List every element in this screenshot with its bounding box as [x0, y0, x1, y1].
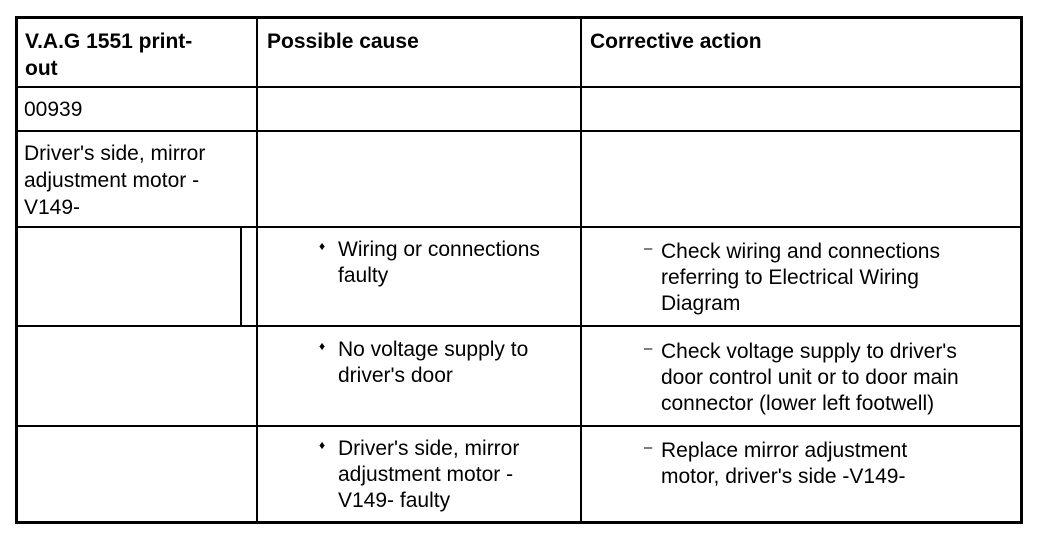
fault-code: 00939: [24, 98, 83, 121]
header-possible-cause: Possible cause: [267, 30, 419, 53]
possible-cause: No voltage supply to driver's door: [338, 338, 529, 387]
bullet-icon: ♦: [319, 239, 326, 253]
table-border: [15, 16, 1023, 524]
row-divider: [15, 325, 1023, 327]
bullet-icon: ♦: [319, 339, 326, 353]
corrective-action: Replace mirror adjustment motor, driver'…: [661, 439, 908, 488]
corrective-action: Check voltage supply to driver's door co…: [661, 340, 959, 415]
header-corrective-action: Corrective action: [590, 30, 762, 53]
dash-icon: –: [644, 240, 653, 257]
row-divider: [15, 86, 1023, 88]
row-divider: [15, 130, 1023, 132]
dash-icon: –: [644, 340, 653, 357]
component-name: Driver's side, mirror adjustment motor -…: [24, 142, 206, 219]
dash-icon: –: [644, 439, 653, 456]
header-printout: V.A.G 1551 print- out: [25, 30, 193, 80]
row-divider: [15, 226, 1023, 228]
row-divider: [15, 425, 1023, 427]
column-divider-inner: [240, 227, 242, 326]
bullet-icon: ♦: [319, 438, 326, 452]
column-divider: [580, 16, 582, 524]
column-divider: [256, 16, 258, 524]
possible-cause: Driver's side, mirror adjustment motor -…: [338, 437, 520, 512]
possible-cause: Wiring or connections faulty: [338, 238, 540, 287]
corrective-action: Check wiring and connections referring t…: [661, 240, 940, 315]
